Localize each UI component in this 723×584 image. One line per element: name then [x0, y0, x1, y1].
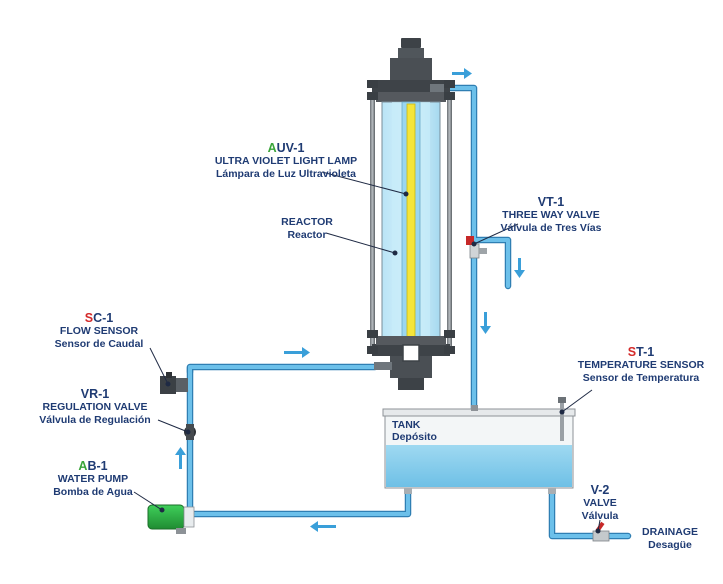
- code-auv1: AUV-1: [267, 141, 305, 155]
- label-tank: TANK Depósito: [392, 419, 437, 443]
- label-auv1: AUV-1 ULTRA VIOLET LIGHT LAMP Lámpara de…: [176, 142, 396, 181]
- sub-tank: Depósito: [392, 431, 437, 443]
- label-vr1: VR-1 REGULATION VALVE Válvula de Regulac…: [20, 388, 170, 427]
- sub-reactor: Reactor: [287, 229, 327, 241]
- sub-sc1: Sensor de Caudal: [54, 338, 144, 350]
- name-st1: TEMPERATURE SENSOR: [577, 359, 705, 371]
- sub-st1: Sensor de Temperatura: [582, 372, 700, 384]
- label-drainage: DRAINAGE Desagüe: [630, 526, 710, 552]
- name-sc1: FLOW SENSOR: [59, 325, 139, 337]
- label-vt1: VT-1 THREE WAY VALVE Válvula de Tres Vía…: [486, 196, 616, 235]
- sub-vr1: Válvula de Regulación: [39, 414, 151, 426]
- name-auv1: ULTRA VIOLET LIGHT LAMP: [214, 155, 358, 167]
- arrow-down-riser: [480, 312, 491, 334]
- tank: [382, 397, 576, 494]
- name-ab1: WATER PUMP: [57, 473, 129, 485]
- sub-auv1: Lámpara de Luz Ultravioleta: [215, 168, 357, 180]
- arrow-up-pump: [175, 447, 186, 469]
- drain-valve: [592, 521, 610, 542]
- code-ab1: AB-1: [78, 459, 108, 473]
- pipe-return: [186, 484, 412, 518]
- arrow-right-inlet: [284, 347, 310, 358]
- name-v2: VALVE: [583, 497, 617, 509]
- tank-water: [386, 445, 572, 487]
- arrow-left-return: [310, 521, 336, 532]
- arrow-right-top: [452, 68, 472, 79]
- code-vr1: VR-1: [80, 387, 110, 401]
- label-reactor: REACTOR Reactor: [262, 216, 352, 242]
- name-vt1: THREE WAY VALVE: [502, 209, 600, 221]
- name-vr1: REGULATION VALVE: [42, 401, 148, 413]
- temperature-sensor: [560, 401, 564, 441]
- code-vt1: VT-1: [537, 195, 565, 209]
- water-pump: [147, 504, 195, 534]
- code-st1: ST-1: [627, 345, 655, 359]
- leader-lines: [133, 171, 601, 534]
- sub-v2: Válvula: [581, 510, 619, 522]
- name-drainage: DRAINAGE: [641, 526, 698, 538]
- label-ab1: AB-1 WATER PUMP Bomba de Agua: [38, 460, 148, 499]
- reactor-top-knob: [401, 38, 421, 48]
- label-v2: V-2 VALVE Válvula: [570, 484, 630, 523]
- name-tank: TANK: [392, 419, 421, 431]
- flow-arrows: [175, 68, 525, 532]
- label-st1: ST-1 TEMPERATURE SENSOR Sensor de Temper…: [566, 346, 716, 385]
- code-v2: V-2: [590, 483, 610, 497]
- sub-vt1: Válvula de Tres Vías: [500, 222, 602, 234]
- name-reactor: REACTOR: [281, 216, 333, 228]
- sub-ab1: Bomba de Agua: [53, 486, 133, 498]
- label-sc1: SC-1 FLOW SENSOR Sensor de Caudal: [34, 312, 164, 351]
- reactor: [367, 38, 455, 390]
- sub-drainage: Desagüe: [648, 539, 692, 551]
- uv-lamp: [406, 103, 416, 349]
- code-sc1: SC-1: [84, 311, 114, 325]
- arrow-down-vt1: [514, 258, 525, 278]
- tank-lid: [382, 408, 576, 417]
- pipes: [186, 84, 632, 540]
